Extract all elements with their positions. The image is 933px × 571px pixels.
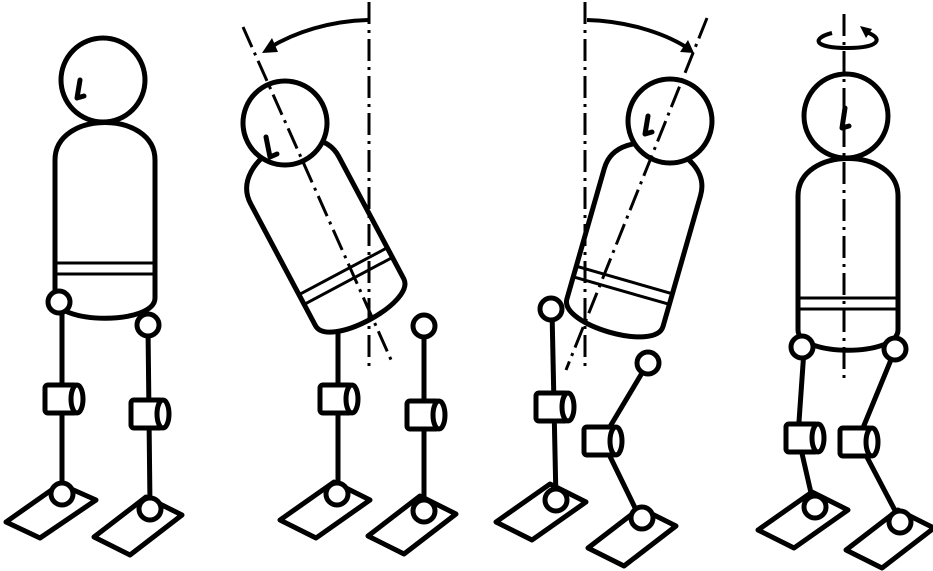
left-leg	[277, 317, 373, 541]
right-hip-joint	[410, 312, 438, 340]
head	[58, 35, 148, 125]
right-foot	[585, 504, 679, 569]
left-knee-actuator	[42, 382, 86, 416]
right-foot	[91, 494, 185, 558]
head	[625, 76, 715, 166]
right-hip-joint	[634, 349, 662, 377]
tilted-body-axis	[564, 17, 709, 371]
right-hip-joint	[134, 311, 162, 339]
torso	[795, 156, 901, 353]
panel-standing	[3, 35, 185, 558]
panel-lean-back	[240, 2, 459, 557]
panel-lean-forward	[493, 2, 715, 569]
left-hip-joint	[45, 288, 73, 316]
left-foot	[493, 481, 589, 543]
right-foot	[365, 493, 459, 557]
panel-rotation	[755, 14, 933, 571]
left-leg	[3, 300, 99, 541]
left-knee-actuator	[533, 390, 577, 424]
left-foot	[755, 489, 851, 551]
right-foot	[843, 507, 933, 571]
left-foot	[277, 479, 373, 541]
head	[801, 71, 891, 161]
tilted-body-axis	[241, 26, 394, 363]
torso	[52, 120, 158, 321]
torso	[564, 140, 705, 340]
right-knee-actuator	[581, 424, 625, 458]
left-leg	[755, 347, 851, 551]
left-knee-actuator	[783, 421, 827, 455]
left-hip-joint	[788, 333, 816, 361]
right-leg	[365, 323, 459, 557]
right-hip-joint	[881, 335, 909, 363]
tilt-arrow	[586, 18, 694, 53]
tilt-arrow	[262, 18, 369, 53]
right-leg	[91, 323, 185, 558]
right-knee-actuator	[128, 397, 172, 431]
right-leg	[581, 360, 679, 569]
left-knee-actuator	[317, 382, 361, 416]
right-knee-actuator	[837, 425, 881, 459]
right-knee-actuator	[404, 398, 448, 432]
rotation-arrow	[816, 26, 879, 51]
torso	[244, 136, 408, 335]
right-leg	[837, 347, 933, 571]
left-hip-joint	[537, 295, 565, 323]
left-foot	[3, 480, 99, 541]
left-leg	[493, 307, 589, 543]
